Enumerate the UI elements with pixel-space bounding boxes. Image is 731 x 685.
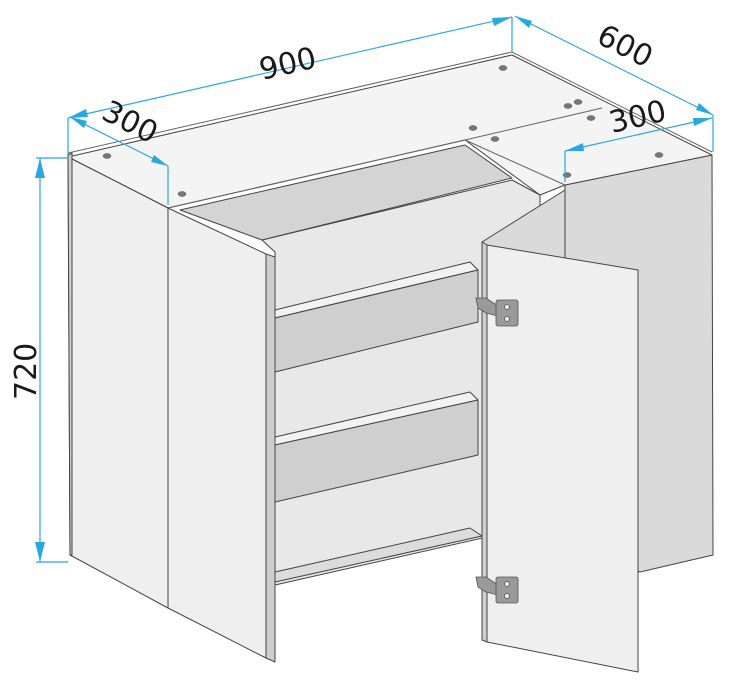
interior-top-underside	[179, 144, 513, 241]
right-return-dimension	[564, 117, 713, 182]
width-dimension	[67, 16, 513, 155]
top-dowel-holes	[102, 65, 664, 197]
left-side-panel-edge	[67, 152, 73, 556]
left-door-edge	[265, 253, 276, 663]
left-side-panel	[67, 156, 169, 609]
left-return-dimension	[69, 116, 169, 205]
lower-hinge	[475, 576, 519, 604]
height-dimension	[35, 157, 68, 563]
depth-dimension-label: 600	[591, 18, 658, 75]
upper-hinge	[475, 297, 519, 327]
depth-dimension	[514, 15, 714, 152]
width-dimension-label: 900	[256, 41, 320, 88]
left-door	[167, 207, 267, 659]
height-dimension-label: 720	[9, 343, 44, 400]
top-panel-seam-right	[464, 107, 603, 141]
top-panel-seam	[167, 139, 466, 209]
right-door-edge	[481, 241, 488, 643]
top-panel-edge-inner	[464, 139, 566, 186]
